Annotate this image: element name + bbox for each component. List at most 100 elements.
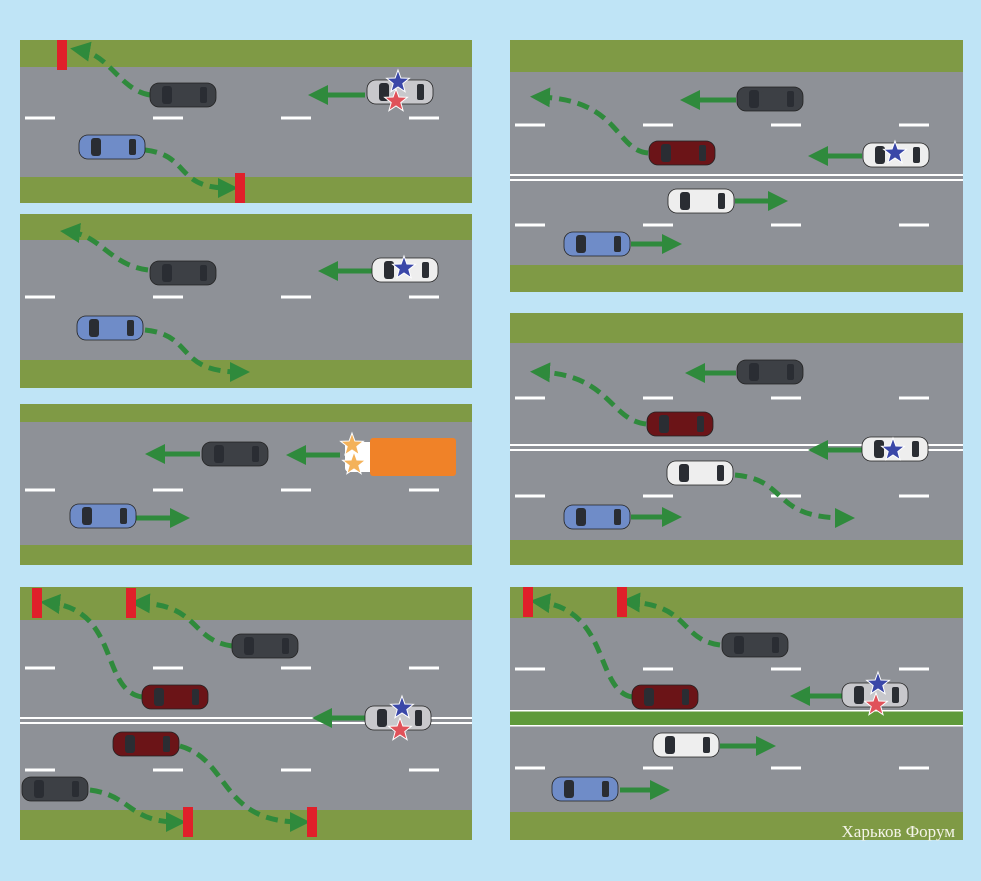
car-blue	[563, 504, 631, 530]
grass-top	[20, 587, 472, 620]
lane-dash	[643, 667, 673, 671]
lane-dash	[515, 396, 545, 400]
roof	[46, 781, 70, 797]
collision-star-icon	[383, 87, 409, 112]
car-dark	[201, 441, 269, 467]
turn-arrow	[40, 594, 143, 700]
car-red	[631, 684, 699, 710]
car-dark	[149, 260, 217, 286]
windshield	[162, 264, 172, 282]
roof	[671, 416, 695, 432]
lane-dash	[771, 396, 801, 400]
double-solid-line	[20, 722, 472, 724]
windshield	[665, 736, 675, 754]
car-dark	[149, 82, 217, 108]
roof	[746, 637, 770, 653]
windshield	[377, 709, 387, 727]
lane-dash	[899, 223, 929, 227]
roof	[137, 736, 161, 752]
lane-dash	[25, 768, 55, 772]
roof	[761, 91, 785, 107]
rear-window	[417, 84, 424, 100]
lane-dash	[643, 494, 673, 498]
truck	[345, 438, 456, 476]
rear-window	[699, 145, 706, 161]
edge-line	[510, 710, 963, 712]
car-blue	[69, 503, 137, 529]
car-red	[141, 684, 209, 710]
lane-dash	[153, 768, 183, 772]
lane-dash	[643, 396, 673, 400]
rear-window	[200, 87, 207, 103]
stop-marker	[235, 173, 245, 203]
windshield	[384, 261, 394, 279]
roof	[673, 145, 697, 161]
stop-marker	[32, 588, 42, 618]
lane-dash	[771, 123, 801, 127]
car-blue	[563, 231, 631, 257]
double-solid-line	[510, 179, 963, 181]
car-white-pink	[666, 460, 734, 486]
turn-arrow	[89, 787, 186, 832]
grass-bottom	[510, 540, 963, 565]
car-dark	[736, 86, 804, 112]
grass-bottom	[20, 810, 472, 840]
lane-dash	[771, 223, 801, 227]
lane-dash	[153, 666, 183, 670]
windshield	[680, 192, 690, 210]
rear-window	[422, 262, 429, 278]
turn-arrow	[530, 87, 649, 156]
grass-top	[510, 587, 963, 618]
rear-window	[787, 91, 794, 107]
rear-window	[282, 638, 289, 654]
roof	[174, 265, 198, 281]
grass-bottom	[510, 812, 963, 840]
panel-scenario-3	[20, 404, 472, 565]
turn-arrow	[530, 362, 647, 427]
roof	[94, 508, 118, 524]
rear-window	[252, 446, 259, 462]
windshield	[661, 144, 671, 162]
lane-dash	[409, 116, 439, 120]
rear-window	[415, 710, 422, 726]
rear-window	[200, 265, 207, 281]
lane-dash	[515, 123, 545, 127]
roof	[101, 320, 125, 336]
collision-star-icon	[882, 139, 908, 164]
double-solid-line	[20, 717, 472, 719]
roof	[692, 193, 716, 209]
turn-arrow	[530, 593, 633, 700]
rear-window	[717, 465, 724, 481]
lane-dash	[153, 295, 183, 299]
roof	[656, 689, 680, 705]
car-blue	[551, 776, 619, 802]
windshield	[34, 780, 44, 798]
windshield	[564, 780, 574, 798]
rear-window	[682, 689, 689, 705]
turn-arrow	[70, 41, 151, 98]
lane-dash	[25, 116, 55, 120]
stop-marker	[126, 588, 136, 618]
rear-window	[772, 637, 779, 653]
rear-window	[912, 441, 919, 457]
windshield	[89, 319, 99, 337]
double-solid-line	[510, 449, 963, 451]
grass-bottom	[20, 177, 472, 203]
car-white-pink	[667, 188, 735, 214]
rear-window	[163, 736, 170, 752]
windshield	[875, 146, 885, 164]
stop-marker	[617, 587, 627, 617]
turn-arrow	[144, 147, 238, 198]
panel-scenario-5	[510, 40, 963, 292]
lane-dash	[153, 488, 183, 492]
lane-dash	[643, 123, 673, 127]
lane-dash	[409, 488, 439, 492]
lane-dash	[899, 766, 929, 770]
turn-arrow	[734, 472, 855, 528]
windshield	[644, 688, 654, 706]
lane-dash	[643, 766, 673, 770]
truck-body	[370, 438, 456, 476]
turn-arrow	[144, 327, 250, 382]
rear-window	[129, 139, 136, 155]
